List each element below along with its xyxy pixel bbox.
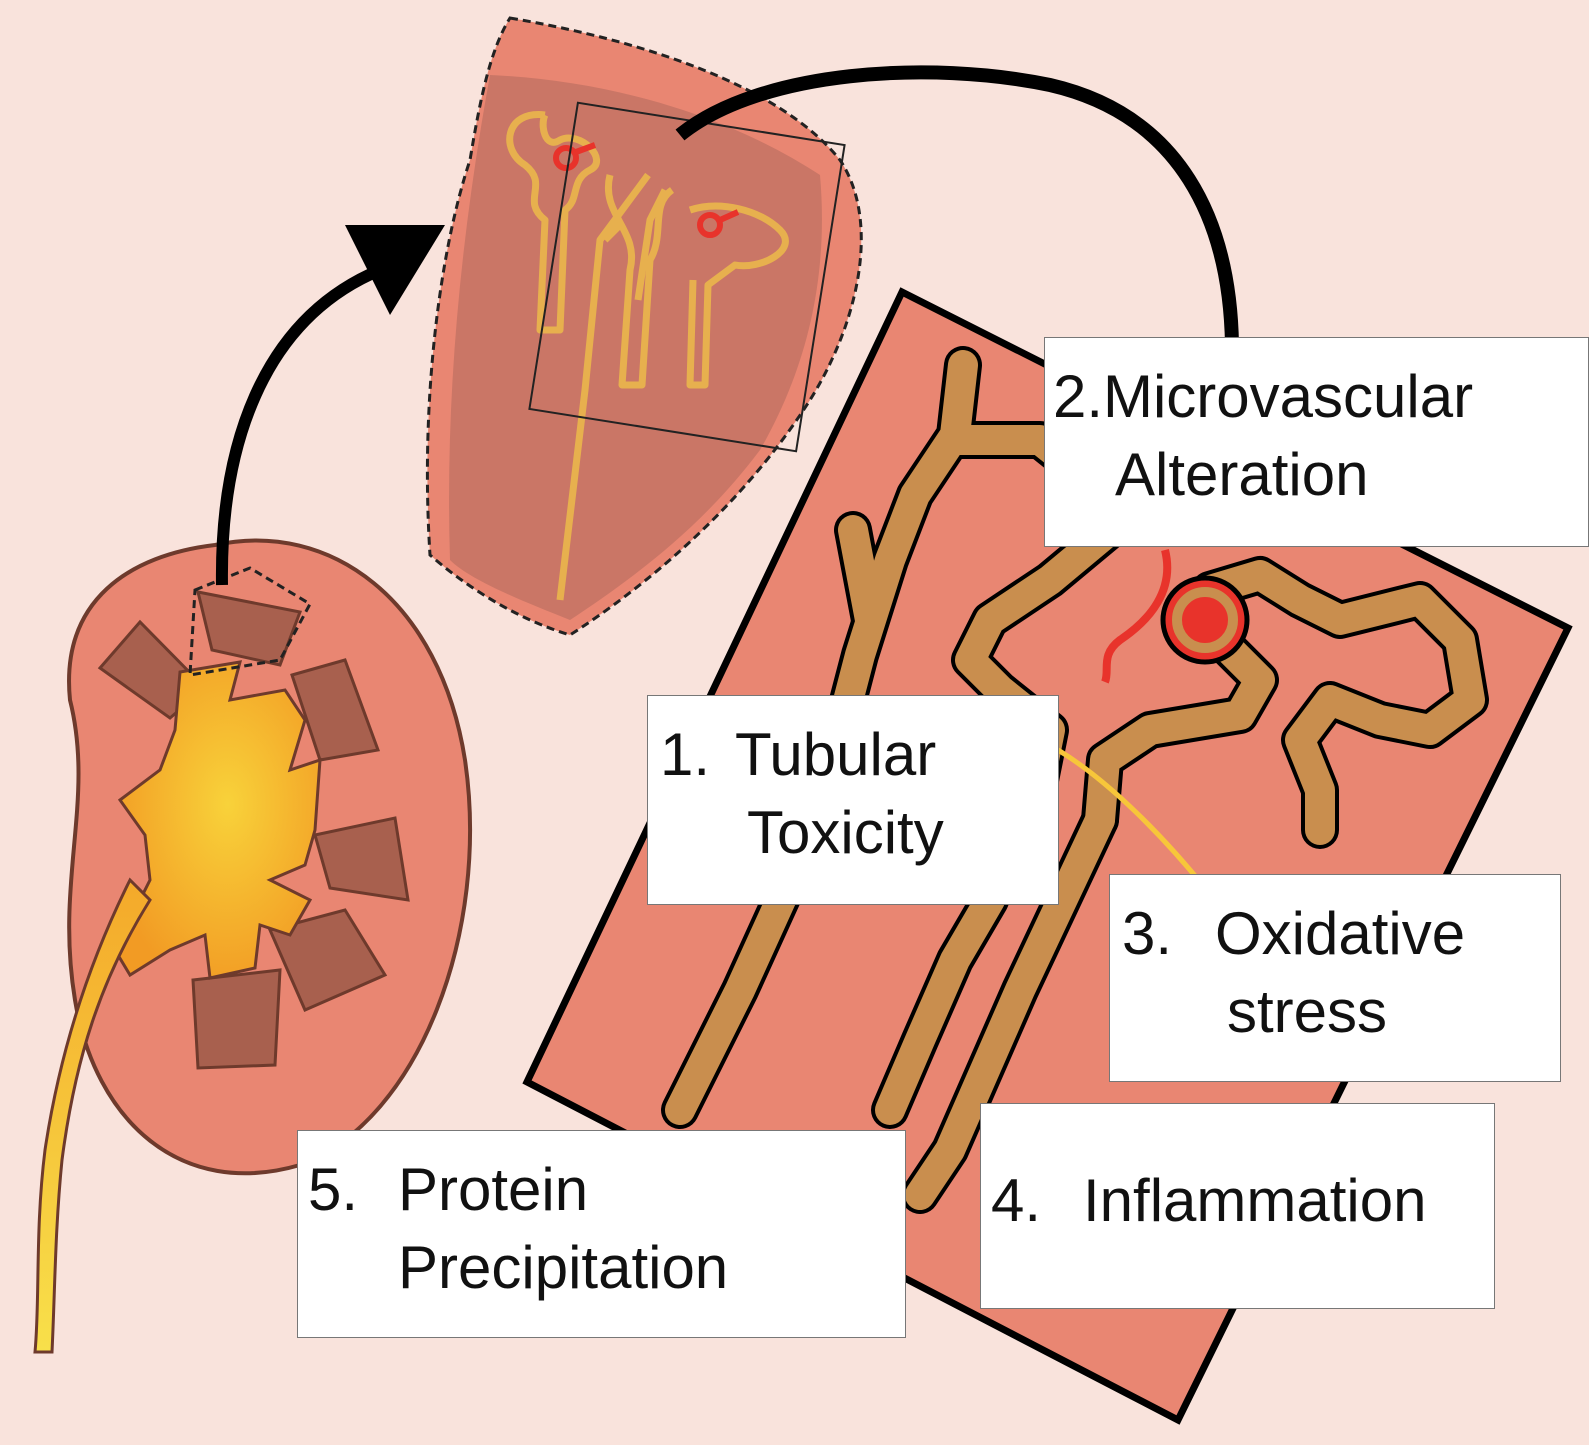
label-line2: Toxicity (747, 799, 944, 866)
label-line1: Protein (398, 1156, 588, 1223)
label-line1: Oxidative (1215, 900, 1465, 967)
label-number: 1. (660, 716, 735, 794)
label-protein-precipitation: 5.Protein Precipitation (297, 1130, 906, 1338)
label-number: 2. (1053, 358, 1103, 436)
label-oxidative-stress: 3.Oxidative stress (1109, 874, 1561, 1082)
label-line1: Inflammation (1083, 1167, 1426, 1234)
label-tubular-toxicity: 1.Tubular Toxicity (647, 695, 1059, 905)
label-number: 4. (991, 1162, 1083, 1240)
label-line2: Alteration (1115, 441, 1368, 508)
label-line2: stress (1227, 978, 1387, 1045)
curved-arrow-icon (222, 225, 445, 585)
label-number: 3. (1122, 895, 1215, 973)
label-line2: Precipitation (398, 1234, 728, 1301)
label-number: 5. (308, 1151, 398, 1229)
label-line1: Microvascular (1103, 363, 1473, 430)
label-inflammation: 4.Inflammation (980, 1103, 1495, 1309)
label-microvascular-alteration: 2.Microvascular Alteration (1044, 337, 1589, 547)
label-line1: Tubular (735, 721, 936, 788)
